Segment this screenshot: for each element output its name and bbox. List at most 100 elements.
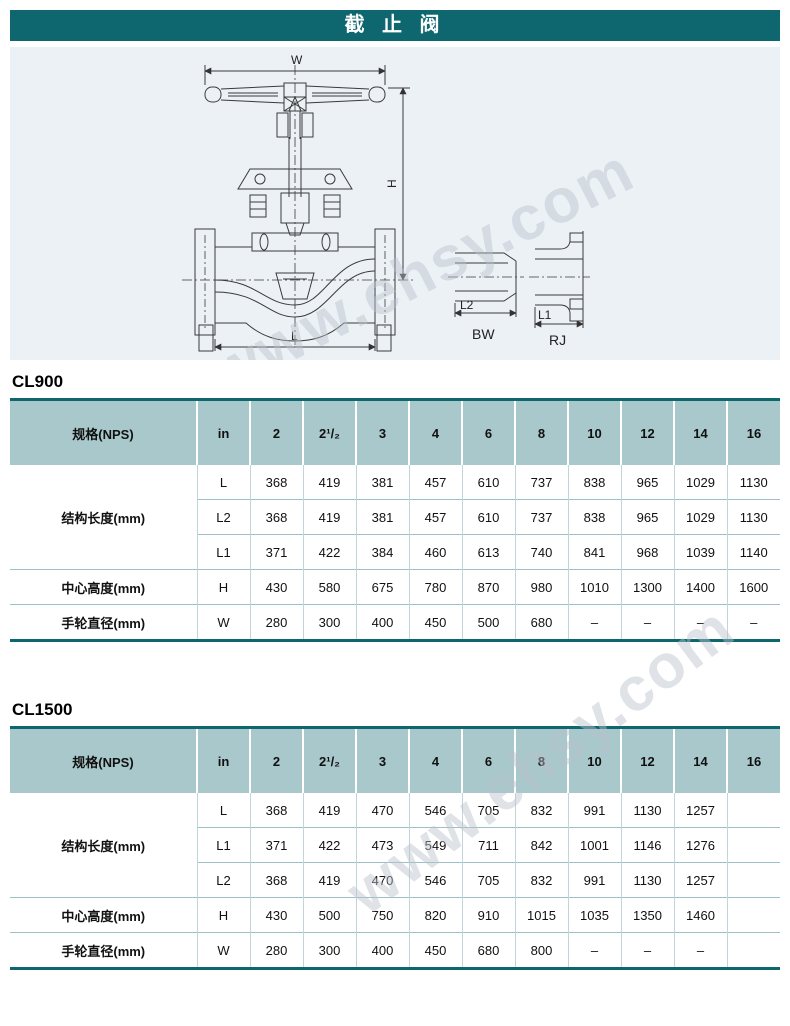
table-cell: 419 (303, 793, 357, 828)
table-cell: 400 (356, 604, 410, 641)
table-cell: 675 (356, 569, 410, 605)
table-cell: 450 (409, 932, 463, 969)
table-cell: 450 (409, 604, 463, 641)
dim-label-l2: L2 (460, 298, 474, 312)
row-group-label: 手轮直径(mm) (10, 604, 198, 641)
row-symbol: L (197, 465, 251, 500)
row-symbol: L2 (197, 862, 251, 898)
table-cell: 500 (303, 897, 357, 933)
table-cell: 1257 (674, 793, 728, 828)
dim-label-l1: L1 (538, 308, 552, 322)
table-cell: 580 (303, 569, 357, 605)
row-group-label: 手轮直径(mm) (10, 932, 198, 969)
table-cell: 1140 (727, 534, 780, 570)
table-cell: 546 (409, 793, 463, 828)
catalog-page: 截 止 阀 www.ehsy.com (10, 10, 780, 970)
table-cell: 832 (515, 793, 569, 828)
table-cell: 870 (462, 569, 516, 605)
row-group-label: 结构长度(mm) (10, 465, 198, 570)
table-cell: 1257 (674, 862, 728, 898)
table-cell: 473 (356, 827, 410, 863)
table-cell: 549 (409, 827, 463, 863)
table-cell: 800 (515, 932, 569, 969)
table-cell: 300 (303, 932, 357, 969)
table-cell: 470 (356, 862, 410, 898)
table-cell: 1130 (727, 465, 780, 500)
row-group-label: 中心高度(mm) (10, 897, 198, 933)
page-title: 截 止 阀 (344, 14, 446, 36)
table-cell: 470 (356, 793, 410, 828)
col-header-unit: in (197, 727, 251, 793)
table-cell: 368 (250, 862, 304, 898)
row-symbol: L1 (197, 534, 251, 570)
table-cell: 422 (303, 827, 357, 863)
table-row: L2 368 419 381 457 610 737 838 965 1029 … (10, 499, 780, 535)
table-cell: 838 (568, 465, 622, 500)
row-symbol: L1 (197, 827, 251, 863)
table-header-row: 规格(NPS) in 2 2¹/₂ 3 4 6 8 10 12 14 16 (10, 399, 780, 465)
col-header-size: 4 (409, 727, 463, 793)
col-header-size: 10 (568, 727, 622, 793)
table-row: 结构长度(mm) L 368 419 470 546 705 832 991 1… (10, 793, 780, 898)
table-cell: 419 (303, 499, 357, 535)
table-cell (727, 862, 780, 898)
table-header-row: 规格(NPS) in 2 2¹/₂ 3 4 6 8 10 12 14 16 (10, 727, 780, 793)
table-cell: 1300 (621, 569, 675, 605)
table-cell: 1130 (621, 862, 675, 898)
table-cell: – (568, 932, 622, 969)
dim-label-h: H (385, 179, 399, 188)
table-title-cl1500: CL1500 (12, 700, 73, 719)
col-header-size: 8 (515, 399, 569, 465)
table-row: L2 368 419 470 546 705 832 991 1130 1257 (10, 862, 780, 898)
col-header-size: 16 (727, 727, 780, 793)
table-cell: 1029 (674, 499, 728, 535)
col-header-size: 2 (250, 727, 304, 793)
table-cell: 1130 (621, 793, 675, 828)
table-cell: 842 (515, 827, 569, 863)
table-row: L1 371 422 384 460 613 740 841 968 1039 … (10, 534, 780, 570)
row-symbol: H (197, 897, 251, 933)
table-cell: 1600 (727, 569, 780, 605)
table-row: 手轮直径(mm) W 280 300 400 450 680 800 – – – (10, 932, 780, 969)
col-header-unit: in (197, 399, 251, 465)
table-cell: 613 (462, 534, 516, 570)
valve-drawing-area: www.ehsy.com (10, 47, 780, 360)
table-cell: 1146 (621, 827, 675, 863)
table-cell: 371 (250, 827, 304, 863)
table-cell: 1035 (568, 897, 622, 933)
table-cell (727, 827, 780, 863)
end-type-label-bw: BW (472, 326, 495, 342)
dim-label-w: W (291, 53, 303, 67)
page-title-banner: 截 止 阀 (10, 10, 780, 41)
col-header-size: 4 (409, 399, 463, 465)
end-type-label-rj: RJ (549, 332, 566, 348)
table-cell: 610 (462, 499, 516, 535)
col-header-size: 6 (462, 399, 516, 465)
table-cell: 832 (515, 862, 569, 898)
table-cell: 422 (303, 534, 357, 570)
table-cell: 1015 (515, 897, 569, 933)
table-cell: 740 (515, 534, 569, 570)
table-cell: – (568, 604, 622, 641)
row-symbol: W (197, 604, 251, 641)
table-cell: 820 (409, 897, 463, 933)
table-cell: 841 (568, 534, 622, 570)
table-cell: 965 (621, 465, 675, 500)
table-cell: 400 (356, 932, 410, 969)
valve-technical-drawing: W H L L2 L1 BW RJ (182, 53, 590, 352)
table-cell: 371 (250, 534, 304, 570)
table-cell: 1400 (674, 569, 728, 605)
table-cell: – (674, 932, 728, 969)
col-header-size: 14 (674, 727, 728, 793)
row-group-label: 结构长度(mm) (10, 793, 198, 898)
col-header-size: 2 (250, 399, 304, 465)
table-cell: 1010 (568, 569, 622, 605)
col-header-spec: 规格(NPS) (10, 399, 198, 465)
col-header-size: 3 (356, 727, 410, 793)
table-cell (727, 932, 780, 969)
table-cell: 381 (356, 499, 410, 535)
col-header-size: 8 (515, 727, 569, 793)
table-cell: 500 (462, 604, 516, 641)
table-cell: – (727, 604, 780, 641)
row-symbol: L (197, 793, 251, 828)
